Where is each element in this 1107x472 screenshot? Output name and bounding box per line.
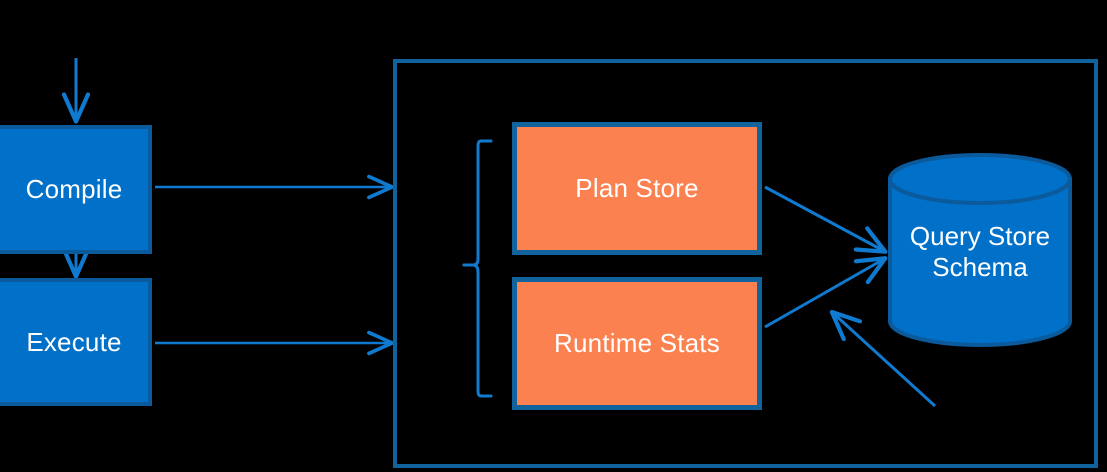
arrow-plan-store-to-schema <box>764 185 888 254</box>
node-plan-store[interactable]: Plan Store <box>512 122 762 255</box>
node-execute-label: Execute <box>26 326 122 357</box>
node-compile[interactable]: Compile <box>0 125 152 254</box>
node-execute[interactable]: Execute <box>0 278 152 406</box>
node-runtime-stats[interactable]: Runtime Stats <box>512 277 762 410</box>
store-group-bracket <box>462 139 493 398</box>
arrow-runtime-stats-to-schema <box>764 256 888 329</box>
query-store-container <box>393 59 1098 468</box>
node-compile-label: Compile <box>25 174 123 204</box>
arrow-external-to-schema <box>829 309 937 408</box>
node-runtime-stats-label: Runtime Stats <box>554 328 720 358</box>
query-store-schema-cylinder <box>888 153 1072 347</box>
node-plan-store-label: Plan Store <box>575 173 699 203</box>
